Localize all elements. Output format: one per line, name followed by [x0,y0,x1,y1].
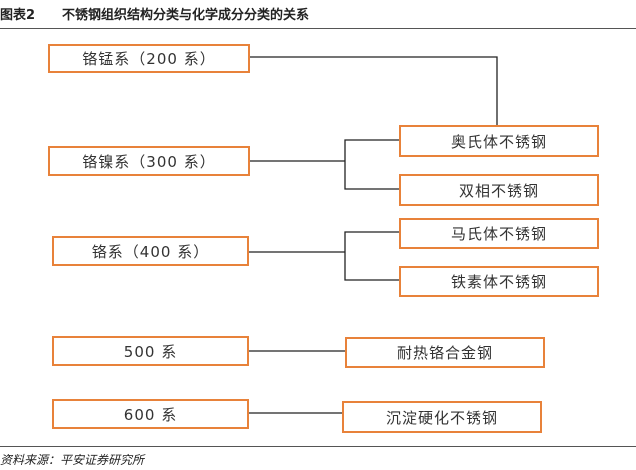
box-cr-400-series: 铬系（400 系） [52,236,249,266]
box-600-series: 600 系 [52,399,249,429]
top-rule [0,28,636,29]
figure-number: 图表2 [0,8,36,23]
box-crmn-200-series: 铬锰系（200 系） [48,44,250,73]
box-duplex: 双相不锈钢 [399,174,599,206]
connector-200-austenitic [250,56,498,125]
box-martensitic: 马氏体不锈钢 [399,218,599,249]
box-crni-300-series: 铬镍系（300 系） [48,146,250,176]
figure-title: 图表2 不锈钢组织结构分类与化学成分分类的关系 [0,6,309,26]
connector-300-austenitic-duplex [250,139,399,190]
source-note: 资料来源：平安证券研究所 [0,453,145,467]
connector-400-martensitic-ferritic [249,231,399,281]
box-ferritic: 铁素体不锈钢 [399,266,599,297]
box-austenitic: 奥氏体不锈钢 [399,125,599,157]
box-500-series: 500 系 [52,336,249,366]
bottom-rule [0,446,636,447]
figure-caption: 不锈钢组织结构分类与化学成分分类的关系 [62,8,310,23]
box-precipitation-hardening: 沉淀硬化不锈钢 [342,401,542,433]
box-heat-resistant: 耐热铬合金钢 [345,337,545,368]
